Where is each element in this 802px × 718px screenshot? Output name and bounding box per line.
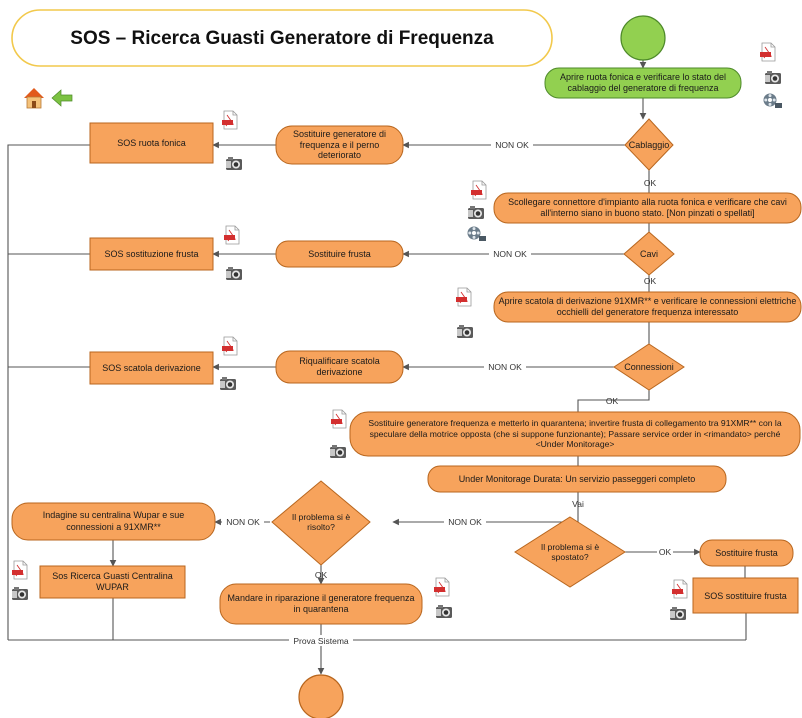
film-reel-icon[interactable] [467, 226, 487, 242]
end-node [298, 674, 344, 718]
step-open-box[interactable] [493, 291, 802, 323]
step-send-repair[interactable] [219, 583, 423, 625]
edge-label-ok: OK [644, 178, 657, 188]
edge-label-non-ok: NON OK [488, 362, 522, 372]
step-disconnect[interactable] [493, 192, 802, 224]
sos-whip-right-box[interactable] [692, 577, 799, 614]
step-requalify-box-label: Riqualificare scatola derivazione [299, 356, 380, 377]
camera-icon[interactable] [220, 377, 236, 390]
step-investigate-wupar[interactable] [11, 502, 216, 541]
decision-cables[interactable] [623, 231, 675, 276]
camera-icon[interactable] [226, 267, 242, 280]
pdf-document-icon[interactable] [11, 560, 28, 580]
home-icon[interactable] [24, 88, 44, 109]
pdf-document-icon[interactable] [330, 409, 347, 429]
pdf-document-icon[interactable] [221, 110, 238, 130]
sos-whip-box[interactable] [89, 237, 214, 271]
decision-cabling[interactable] [624, 118, 674, 171]
back-arrow-icon[interactable] [51, 89, 73, 107]
step-monitor[interactable] [427, 465, 727, 493]
pdf-document-icon[interactable] [470, 180, 487, 200]
sos-whip-right-label: SOS sostituire frusta [704, 590, 787, 601]
step-replace-gen-pin[interactable] [275, 125, 404, 165]
step-replace-whip-right-label: Sostituire frusta [715, 548, 778, 558]
step-replace-gen-pin-label: Sostituire generatore di frequenza e il … [292, 128, 387, 161]
sos-wheel-box[interactable] [89, 122, 214, 164]
camera-icon[interactable] [765, 71, 781, 84]
step-requalify-box[interactable] [275, 350, 404, 384]
step-open-box-label: Aprire scatola di derivazione 91XMR** e … [498, 296, 797, 317]
step-replace-generator[interactable] [349, 411, 801, 457]
step-monitor-label: Under Monitorage Durata: Un servizio pas… [458, 474, 696, 484]
title-frame [11, 9, 553, 67]
camera-icon[interactable] [226, 157, 242, 170]
pdf-document-icon[interactable] [223, 225, 240, 245]
sos-wupar-label: Sos Ricerca Guasti Centralina WUPAR [52, 570, 173, 592]
decision-solved-label: Il problema si è risolto? [291, 511, 351, 532]
decision-connections-label: Connessioni [624, 362, 674, 372]
camera-icon[interactable] [330, 445, 346, 458]
edge-label-ok: OK [606, 396, 619, 406]
step-open-wheel[interactable] [544, 67, 742, 99]
step-disconnect-label: Scollegare connettore d'impianto alla ru… [508, 197, 787, 218]
pdf-document-icon[interactable] [759, 42, 776, 62]
step-replace-whip[interactable] [275, 240, 404, 268]
film-reel-icon[interactable] [763, 93, 783, 109]
step-replace-whip-label: Sostituire frusta [308, 249, 371, 259]
page-title: SOS – Ricerca Guasti Generatore di Frequ… [70, 28, 494, 49]
edge-label-ok: OK [644, 276, 657, 286]
edge-label-non-ok: NON OK [448, 517, 482, 527]
pdf-document-icon[interactable] [455, 287, 472, 307]
camera-icon[interactable] [436, 605, 452, 618]
step-open-wheel-label: Aprire ruota fonica e verificare lo stat… [559, 72, 727, 93]
camera-icon[interactable] [670, 607, 686, 620]
step-replace-whip-right[interactable] [699, 539, 794, 567]
sos-box-label: SOS scatola derivazione [102, 363, 201, 373]
decision-connections[interactable] [613, 343, 685, 391]
edge-label-non-ok: NON OK [495, 140, 529, 150]
decision-solved[interactable] [271, 480, 371, 566]
edge-label-vai: Vai [572, 499, 584, 509]
decision-moved-label: Il problema si è spostato? [540, 541, 600, 562]
edge-label-prova-sistema: Prova Sistema [293, 636, 349, 646]
step-investigate-wupar-label: Indagine su centralina Wupar e sue conne… [42, 510, 185, 532]
camera-icon[interactable] [468, 206, 484, 219]
pdf-document-icon[interactable] [221, 336, 238, 356]
sos-whip-label: SOS sostituzione frusta [104, 249, 199, 259]
edge-label-non-ok: NON OK [493, 249, 527, 259]
pdf-document-icon[interactable] [433, 577, 450, 597]
edge-label-ok: OK [315, 570, 328, 580]
decision-cables-label: Cavi [640, 249, 658, 259]
camera-icon[interactable] [12, 587, 28, 600]
step-send-repair-label: Mandare in riparazione il generatore fre… [227, 592, 415, 614]
sos-wheel-label: SOS ruota fonica [117, 138, 186, 148]
pdf-document-icon[interactable] [671, 579, 688, 599]
decision-cabling-label: Cablaggio [629, 140, 670, 150]
sos-box-box[interactable] [89, 351, 214, 385]
edge-label-ok: OK [659, 547, 672, 557]
start-node [620, 15, 666, 61]
camera-icon[interactable] [457, 325, 473, 338]
decision-moved[interactable] [514, 516, 626, 588]
step-replace-generator-label: Sostituire generatore frequenza e metter… [368, 417, 782, 450]
sos-wupar-box[interactable] [39, 565, 186, 599]
edge-label-non-ok: NON OK [226, 517, 260, 527]
